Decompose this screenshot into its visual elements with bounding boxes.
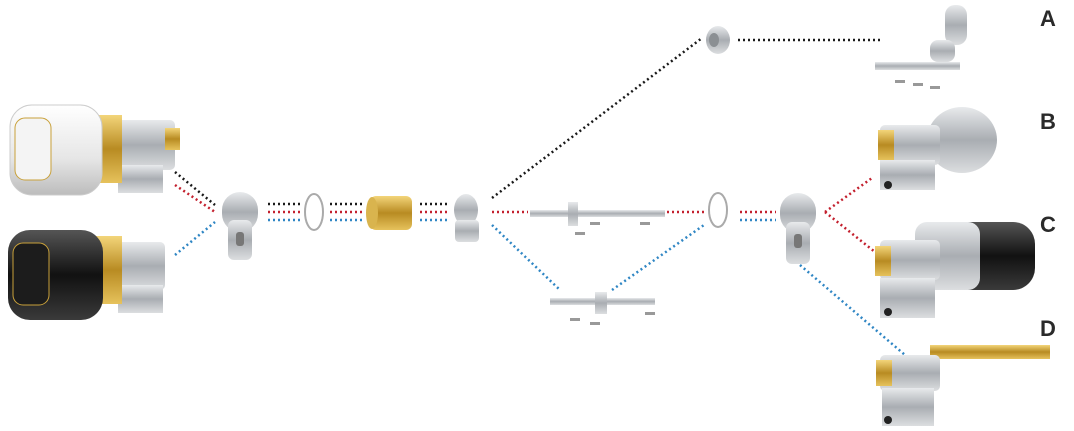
thumbturn-knob-icon (706, 26, 730, 54)
key-cylinder-d-icon (876, 345, 1050, 426)
dotted-connector (491, 37, 703, 199)
brass-cam-icon (366, 196, 412, 230)
dotted-connector (611, 223, 705, 292)
dotted-connector (491, 224, 561, 291)
dotted-connector (824, 211, 876, 253)
dotted-connector (174, 171, 216, 206)
white-smart-knob-icon (9, 104, 180, 196)
dotted-connector (174, 221, 216, 256)
cylinder-b-icon (878, 107, 997, 190)
cylinder-housing-icon (780, 193, 816, 264)
dotted-connector (799, 264, 906, 356)
thumbturn-spindle-a-icon (875, 5, 967, 89)
label-c: C (1040, 212, 1056, 237)
dotted-connector (824, 176, 873, 214)
black-smart-knob-icon (8, 230, 165, 320)
cam-housing-icon (454, 194, 479, 242)
cylinder-housing-icon (222, 192, 258, 260)
dotted-connector (174, 183, 216, 214)
spindle-icon (550, 292, 655, 325)
connector-lines (174, 37, 906, 356)
label-b: B (1040, 109, 1056, 134)
o-ring-icon (304, 193, 324, 231)
o-ring-icon (708, 192, 728, 228)
label-a: A (1040, 6, 1056, 31)
spindle-icon (530, 202, 665, 235)
label-d: D (1040, 316, 1056, 341)
cylinder-c-icon (875, 222, 1035, 318)
